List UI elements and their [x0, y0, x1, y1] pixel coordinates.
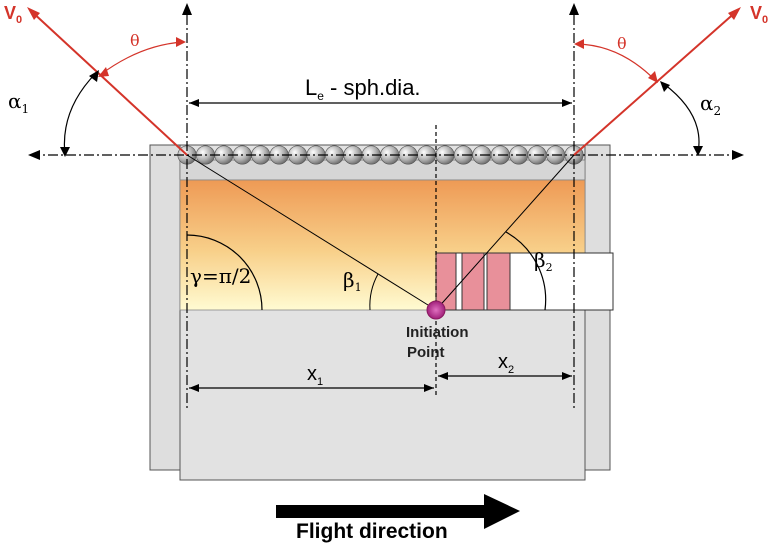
- gamma-label: γ=π/2: [190, 264, 251, 288]
- v0-left-label: V0: [4, 3, 22, 26]
- flight-direction-label: Flight direction: [296, 520, 448, 543]
- initiation-label-line1: Initiation: [406, 324, 469, 341]
- theta-arcs: [99, 41, 656, 81]
- gamma-arc: [186, 234, 263, 311]
- alpha-arcs: [63, 72, 700, 156]
- beta1-arc: [369, 273, 379, 311]
- x2-label: x2: [498, 351, 514, 376]
- v0-right-label: V0: [750, 3, 768, 26]
- x-dimensions: [189, 375, 572, 389]
- reference-lines: [30, 15, 740, 410]
- velocity-arrowheads: [27, 7, 741, 20]
- beta2-arc: [505, 231, 547, 311]
- alpha1-label: α1: [8, 89, 29, 116]
- le-dimension: [189, 99, 572, 107]
- alpha-arrowheads: [60, 70, 703, 157]
- le-label: Le - sph.dia.: [305, 75, 421, 103]
- theta-right-label: θ: [617, 34, 627, 53]
- axis-arrowheads: [28, 3, 744, 160]
- initiation-rays: [186, 154, 575, 311]
- initiation-label-line2: Point: [407, 344, 445, 361]
- flight-direction-arrow: [276, 494, 520, 529]
- beta2-label: β2: [534, 248, 553, 274]
- initiation-point: [426, 300, 446, 320]
- x1-label: x1: [307, 363, 323, 388]
- alpha2-label: α2: [700, 91, 721, 118]
- theta-left-label: θ: [130, 31, 140, 50]
- beta1-label: β1: [343, 268, 362, 294]
- x-dimension-arrowheads: [189, 372, 572, 392]
- velocity-vectors: [29, 9, 739, 156]
- theta-arrowheads: [98, 37, 658, 83]
- detonation-wave-cells: [435, 252, 614, 311]
